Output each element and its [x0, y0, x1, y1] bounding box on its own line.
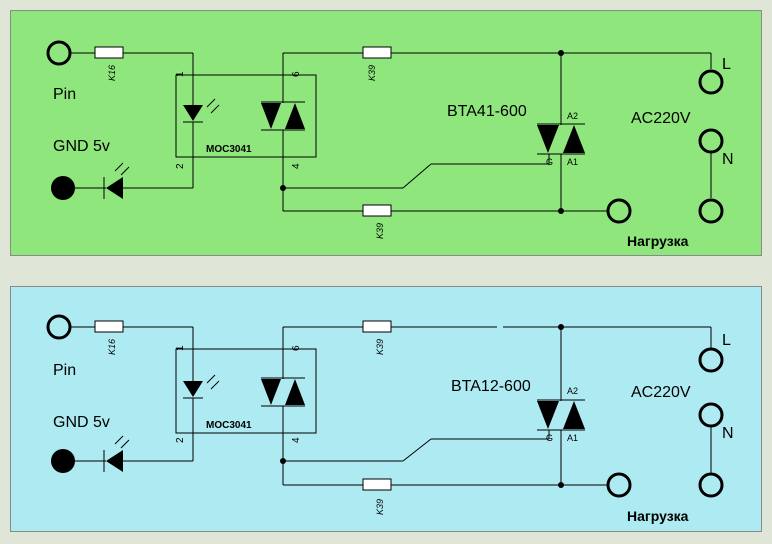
gate-resistor [362, 46, 392, 59]
input-resistor [94, 320, 124, 333]
snubber-resistor [362, 478, 392, 491]
line-label: L [722, 332, 731, 349]
ac-line-terminal [698, 69, 724, 95]
triac-label: BTA12-600 [451, 378, 531, 395]
load-label: Нагрузка [627, 508, 689, 524]
gate-resistor-label: K39 [367, 65, 377, 81]
pin6-label: 6 [291, 345, 302, 351]
load-ac-terminal [698, 198, 724, 224]
load-terminal [606, 198, 632, 224]
ac-label: AC220V [631, 384, 691, 401]
schematic-bottom: Pin GND 5v K16 K39 K39 1 2 6 4 MOC3041 B… [46, 314, 734, 524]
gnd-terminal [51, 449, 75, 473]
input-resistor-label: K16 [107, 339, 117, 355]
line-label: L [722, 56, 731, 73]
triac-a1-label: A1 [567, 433, 578, 443]
snubber-resistor-label: K39 [375, 499, 385, 515]
pin-label: Pin [53, 362, 76, 379]
pin6-label: 6 [291, 71, 302, 77]
ac-label: AC220V [631, 110, 691, 127]
triac-a2-label: A2 [567, 111, 578, 121]
triac-a1-label: A1 [567, 157, 578, 167]
load-ac-terminal [698, 472, 724, 498]
power-triac [537, 401, 559, 429]
optocoupler-label: MOC3041 [206, 144, 252, 155]
gnd-terminal [51, 176, 75, 200]
status-led-diode [106, 450, 123, 472]
load-terminal [606, 472, 632, 498]
triac-g-label: G [546, 157, 553, 167]
snubber-resistor-label: K39 [375, 223, 385, 239]
ac-line-terminal [698, 347, 724, 373]
load-label: Нагрузка [627, 233, 689, 249]
gnd-label: GND 5v [53, 138, 110, 155]
triac-a2-label: A2 [567, 386, 578, 396]
gate-resistor [362, 320, 392, 333]
ac-neutral-terminal [698, 402, 724, 428]
ac-neutral-terminal [698, 128, 724, 154]
optocoupler-box [175, 74, 317, 158]
schematic-panel-bottom: Pin GND 5v K16 K39 K39 1 2 6 4 MOC3041 B… [10, 286, 762, 532]
pin-terminal [46, 40, 72, 66]
pin1-label: 1 [175, 71, 186, 77]
power-triac [537, 125, 559, 153]
gate-resistor-label: K39 [375, 339, 385, 355]
schematic-top: Pin GND 5v K16 K39 K39 1 2 6 4 MOC3041 B… [46, 40, 734, 249]
optocoupler-box [175, 348, 317, 434]
pin2-label: 2 [175, 437, 186, 443]
pin-label: Pin [53, 86, 76, 103]
neutral-label: N [722, 425, 734, 442]
triac-g-label: G [546, 433, 553, 443]
input-resistor [94, 46, 124, 59]
pin2-label: 2 [175, 163, 186, 169]
pin4-label: 4 [291, 437, 302, 443]
status-led-diode [106, 177, 123, 199]
pin1-label: 1 [175, 345, 186, 351]
neutral-label: N [722, 151, 734, 168]
optocoupler-label: MOC3041 [206, 420, 252, 431]
snubber-resistor [362, 204, 392, 217]
opto-led [183, 105, 203, 121]
gnd-label: GND 5v [53, 414, 110, 431]
schematic-panel-top: Pin GND 5v K16 K39 K39 1 2 6 4 MOC3041 B… [10, 10, 762, 256]
triac-label: BTA41-600 [447, 103, 527, 120]
opto-led [183, 381, 203, 397]
pin-terminal [46, 314, 72, 340]
pin4-label: 4 [291, 163, 302, 169]
input-resistor-label: K16 [107, 65, 117, 81]
